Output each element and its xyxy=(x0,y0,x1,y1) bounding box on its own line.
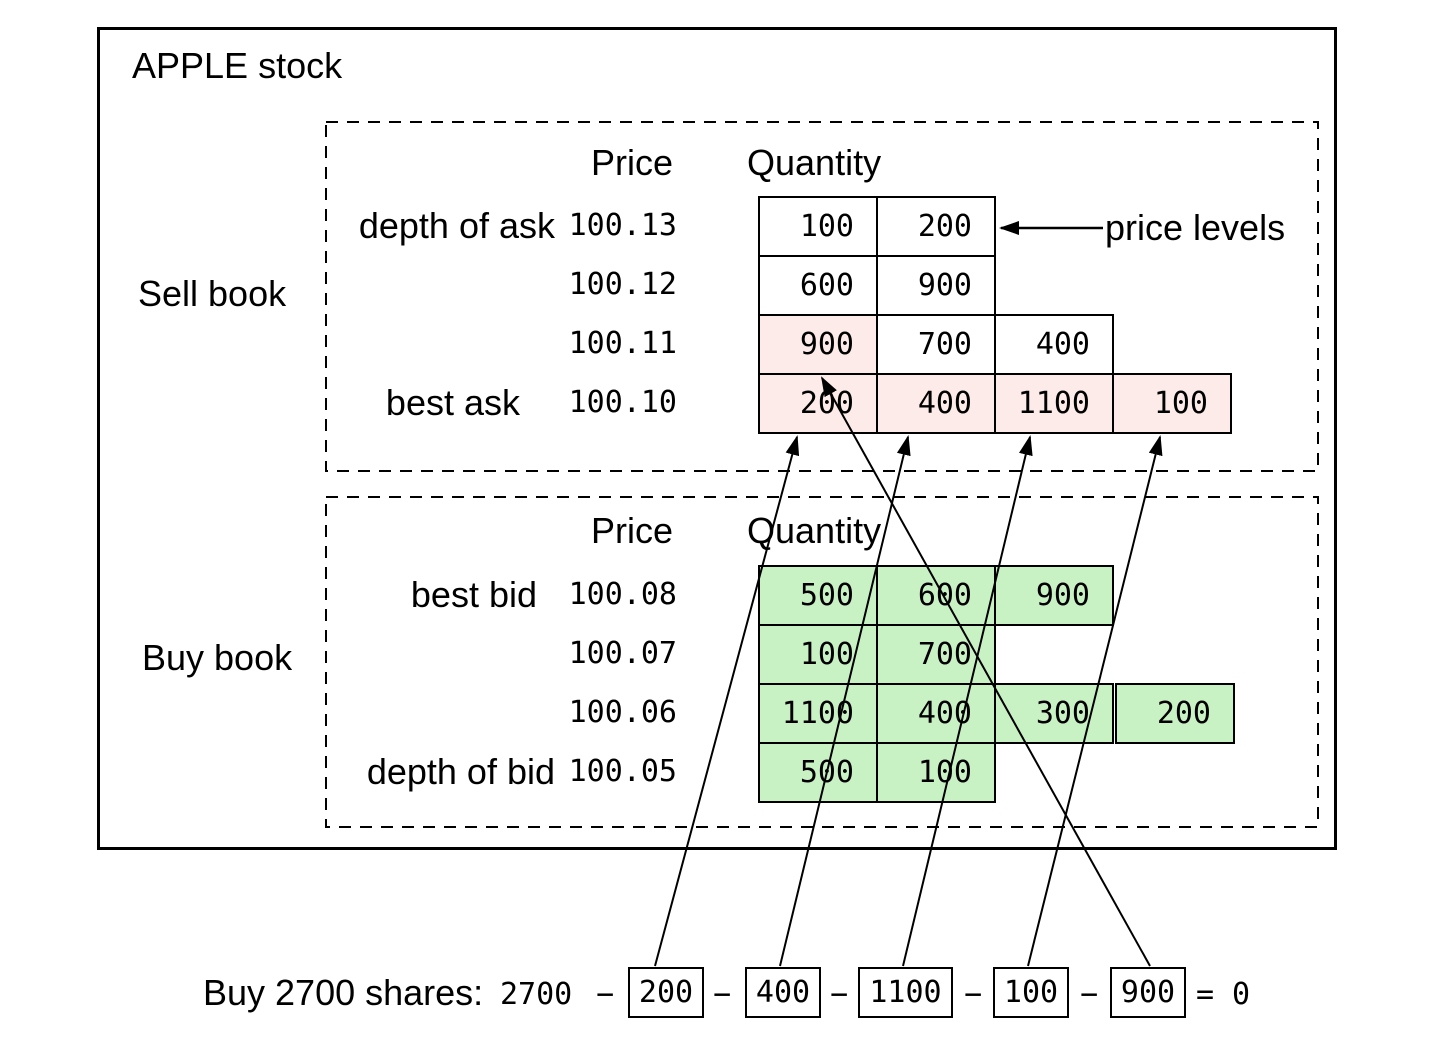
formula-term-100: 100 xyxy=(993,967,1069,1018)
minus-sign: − xyxy=(830,977,849,1012)
order-cell: 100 xyxy=(1112,373,1232,434)
order-cell: 700 xyxy=(876,624,996,685)
order-cell: 300 xyxy=(994,683,1114,744)
price-levels-annotation: price levels xyxy=(1105,207,1286,248)
minus-sign: − xyxy=(596,977,615,1012)
formula-term-1100: 1100 xyxy=(858,967,953,1018)
formula-term-900: 900 xyxy=(1110,967,1186,1018)
order-cell: 200 xyxy=(876,196,996,257)
bid-price-100-07: 100.07 xyxy=(568,636,677,671)
order-cell: 400 xyxy=(876,683,996,744)
order-cell: 200 xyxy=(1115,683,1235,744)
best-ask-label: best ask xyxy=(385,382,520,423)
order-cell: 600 xyxy=(758,255,878,316)
order-cell: 200 xyxy=(758,373,878,434)
ask-price-100-12: 100.12 xyxy=(568,267,677,302)
order-cell: 100 xyxy=(876,742,996,803)
formula-total: 2700 xyxy=(500,977,573,1012)
order-cell: 900 xyxy=(758,314,878,375)
formula-term-200: 200 xyxy=(628,967,704,1018)
formula-result: 0 xyxy=(1232,977,1251,1012)
bid-price-100-06: 100.06 xyxy=(568,695,677,730)
order-cell: 900 xyxy=(876,255,996,316)
sell-quantity-header: Quantity xyxy=(747,142,882,183)
order-cell: 1100 xyxy=(994,373,1114,434)
order-cell: 400 xyxy=(994,314,1114,375)
order-cell: 500 xyxy=(758,742,878,803)
buy-price-header: Price xyxy=(590,510,673,551)
order-cell: 600 xyxy=(876,565,996,626)
sell-price-header: Price xyxy=(590,142,673,183)
formula-term-400: 400 xyxy=(745,967,821,1018)
formula-prefix: Buy 2700 shares: xyxy=(203,972,484,1013)
order-cell: 1100 xyxy=(758,683,878,744)
order-cell: 400 xyxy=(876,373,996,434)
equals-sign: = xyxy=(1196,977,1215,1012)
ask-price-100-10: 100.10 xyxy=(568,385,677,420)
sell-book-label: Sell book xyxy=(138,273,287,314)
bid-price-100-08: 100.08 xyxy=(568,577,677,612)
order-cell: 900 xyxy=(994,565,1114,626)
buy-quantity-header: Quantity xyxy=(747,510,882,551)
order-cell: 700 xyxy=(876,314,996,375)
ask-price-100-13: 100.13 xyxy=(568,208,677,243)
order-cell: 500 xyxy=(758,565,878,626)
minus-sign: − xyxy=(713,977,732,1012)
minus-sign: − xyxy=(1080,977,1099,1012)
buy-book-label: Buy book xyxy=(142,637,293,678)
minus-sign: − xyxy=(964,977,983,1012)
order-cell: 100 xyxy=(758,196,878,257)
page-title: APPLE stock xyxy=(132,45,343,86)
order-cell: 100 xyxy=(758,624,878,685)
ask-price-100-11: 100.11 xyxy=(568,326,677,361)
bid-price-100-05: 100.05 xyxy=(568,754,677,789)
